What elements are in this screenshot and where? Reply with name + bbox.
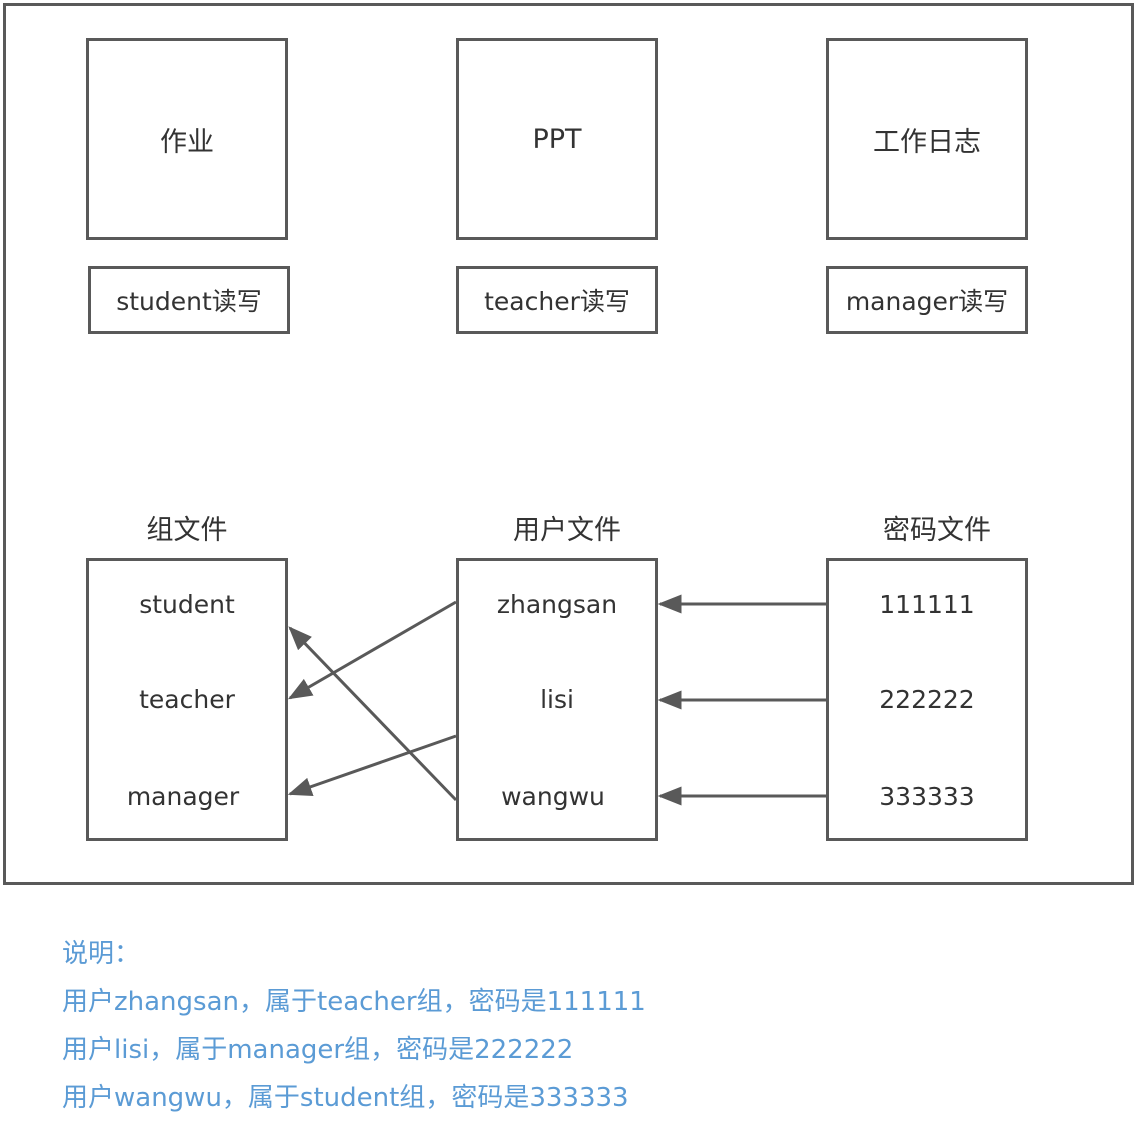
group-file-box: student teacher manager — [86, 558, 288, 841]
user-entry-wangwu: wangwu — [501, 782, 605, 811]
group-entry-manager: manager — [126, 782, 240, 811]
password-entry-1: 111111 — [879, 590, 975, 619]
user-file-title: 用户文件 — [513, 515, 621, 546]
permission-student-box: student读写 — [88, 266, 290, 334]
permission-manager-box: manager读写 — [826, 266, 1028, 334]
resource-worklog-label: 工作日志 — [873, 126, 981, 158]
notes-line-lisi: 用户lisi，属于manager组，密码是222222 — [62, 1035, 574, 1065]
diagram-frame — [3, 3, 1134, 885]
group-entry-student: student — [139, 590, 235, 619]
permission-student-label: student读写 — [116, 287, 262, 316]
password-entry-2: 222222 — [879, 685, 975, 714]
permission-teacher-box: teacher读写 — [456, 266, 658, 334]
user-entry-lisi: lisi — [540, 685, 574, 714]
notes-line-zhangsan: 用户zhangsan，属于teacher组，密码是111111 — [62, 987, 646, 1017]
resource-ppt-label: PPT — [532, 123, 582, 155]
resource-homework-box: 作业 — [86, 38, 288, 240]
notes-heading: 说明： — [62, 939, 141, 969]
password-file-title: 密码文件 — [883, 515, 991, 546]
permission-manager-label: manager读写 — [845, 287, 1009, 316]
resource-worklog-box: 工作日志 — [826, 38, 1028, 240]
user-entry-zhangsan: zhangsan — [496, 590, 618, 619]
password-file-box: 111111 222222 333333 — [826, 558, 1028, 841]
group-entry-teacher: teacher — [139, 685, 235, 714]
resource-ppt-box: PPT — [456, 38, 658, 240]
notes-line-wangwu: 用户wangwu，属于student组，密码是333333 — [62, 1083, 629, 1113]
permission-teacher-label: teacher读写 — [484, 287, 630, 316]
password-entry-3: 333333 — [879, 782, 975, 811]
resource-homework-label: 作业 — [160, 126, 214, 158]
user-file-box: zhangsan lisi wangwu — [456, 558, 658, 841]
group-file-title: 组文件 — [146, 515, 228, 546]
notes-block: 说明： 用户zhangsan，属于teacher组，密码是111111 用户li… — [62, 930, 646, 1122]
